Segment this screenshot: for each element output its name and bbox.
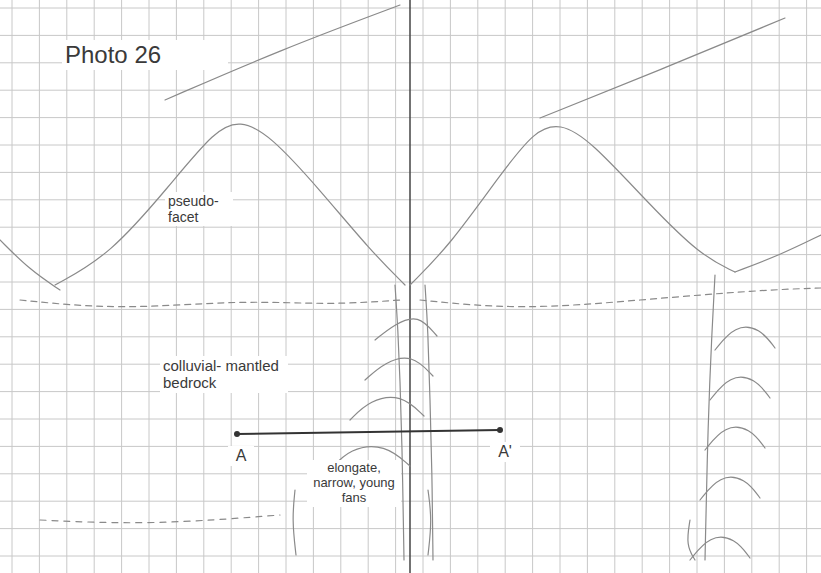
grid-line — [532, 0, 533, 573]
fan-arc — [690, 537, 750, 560]
grid-line — [669, 0, 670, 573]
grid-line — [477, 0, 478, 573]
point-label: A — [228, 446, 254, 466]
section-line — [237, 430, 500, 434]
ridge-line — [540, 18, 785, 118]
fan-arc — [700, 477, 760, 500]
grid-line — [149, 0, 150, 573]
fan-arc — [705, 427, 765, 450]
grid-line — [806, 0, 807, 573]
grid-line — [779, 0, 780, 573]
fan-arc — [375, 319, 437, 340]
grid-line — [203, 0, 204, 573]
fan-arc — [350, 397, 424, 420]
fan-bracket — [428, 490, 431, 555]
grid-line — [258, 0, 259, 573]
fan-bracket — [688, 520, 695, 560]
colluvium-boundary — [40, 515, 280, 523]
channel-line — [705, 275, 715, 560]
grid-line — [176, 0, 177, 573]
fan-arc — [715, 327, 775, 350]
grid-line — [614, 0, 615, 573]
spur-line — [735, 235, 821, 272]
fan-arc — [365, 358, 433, 380]
grid-line — [94, 0, 95, 573]
grid-line — [121, 0, 122, 573]
point-label: A' — [490, 442, 520, 462]
channel-line — [395, 285, 404, 560]
grid-line — [286, 0, 287, 573]
pencil-sketch — [0, 5, 821, 560]
landform-label: pseudo- facet — [165, 192, 233, 226]
grid-line — [66, 0, 67, 573]
colluvium-boundary — [20, 300, 400, 307]
grid-line — [231, 0, 232, 573]
colluvium-boundary — [420, 288, 821, 307]
landform-label: colluvial- mantled bedrock — [160, 356, 288, 393]
grid-line — [505, 0, 506, 573]
grid-line — [587, 0, 588, 573]
landform-label: elongate, narrow, young fans — [307, 460, 401, 507]
grid-line — [724, 0, 725, 573]
fan-arc — [710, 377, 770, 400]
section-end — [234, 431, 240, 437]
grid-line — [560, 0, 561, 573]
grid-line — [423, 0, 424, 573]
section-line — [234, 427, 503, 437]
center-line — [409, 0, 411, 573]
facet-outline — [410, 126, 735, 285]
grid-line — [39, 0, 40, 573]
spur-line — [0, 240, 60, 290]
sketch-title: Photo 26 — [62, 40, 228, 70]
section-end — [497, 427, 503, 433]
grid-line — [697, 0, 698, 573]
fan-bracket — [293, 490, 296, 555]
facet-outline — [55, 124, 405, 285]
grid-line — [12, 0, 13, 573]
grid-line — [642, 0, 643, 573]
grid-line — [450, 0, 451, 573]
channel-line — [425, 285, 433, 560]
